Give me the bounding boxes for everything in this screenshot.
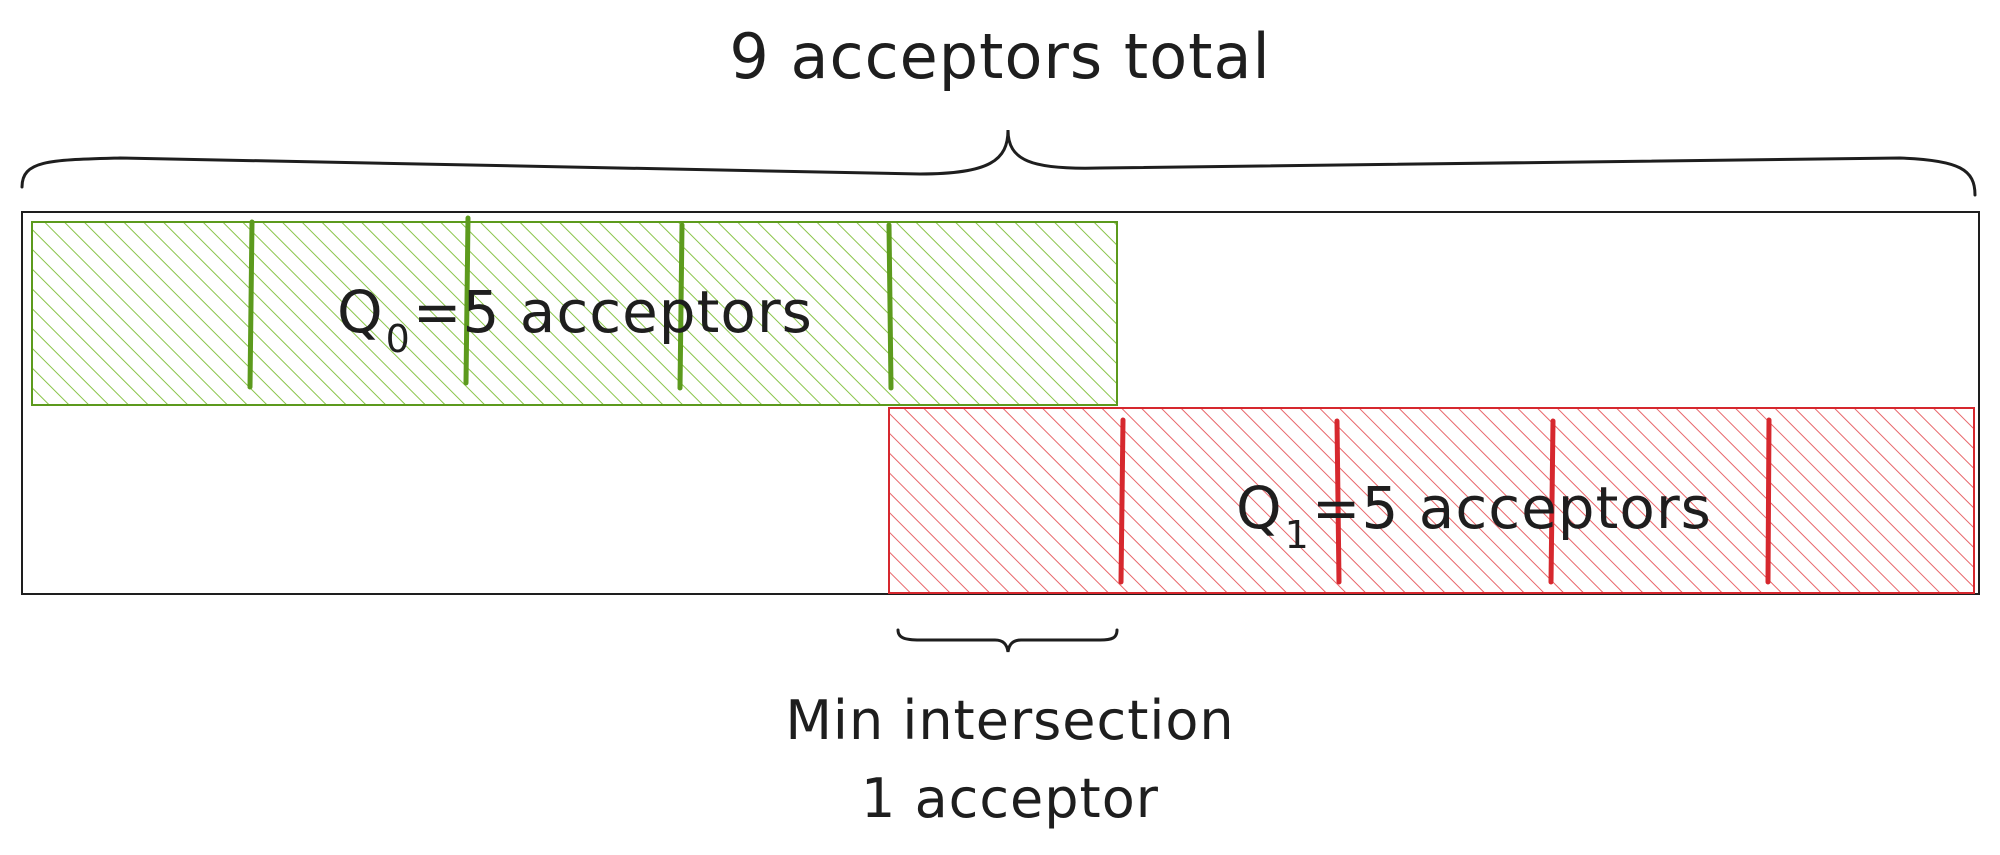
quorum-0-divider xyxy=(463,215,471,386)
intersection-brace xyxy=(896,628,1119,653)
quorum-1-region xyxy=(888,407,1975,594)
quorum-0-label-prefix: Q xyxy=(337,278,384,346)
total-acceptors-label: 9 acceptors total xyxy=(729,20,1271,93)
quorum-0-divider xyxy=(886,222,894,391)
quorum-0-label-subscript: 0 xyxy=(385,317,411,361)
quorum-0-divider xyxy=(677,222,685,391)
quorum-0-label-suffix: =5 acceptors xyxy=(412,278,813,346)
quorum-1-divider xyxy=(1765,417,1772,585)
quorum-1-label-prefix: Q xyxy=(1236,474,1283,542)
quorum-1-label: Q1=5 acceptors xyxy=(1236,474,1712,557)
quorum-1-label-subscript: 1 xyxy=(1284,513,1310,557)
quorum-1-label-suffix: =5 acceptors xyxy=(1311,474,1712,542)
quorum-1-divider xyxy=(1334,418,1342,585)
quorum-0-label: Q0=5 acceptors xyxy=(337,278,813,361)
intersection-label-line-2: 1 acceptor xyxy=(861,767,1159,830)
total-brace xyxy=(20,129,1977,197)
quorum-0-region xyxy=(31,215,1118,406)
intersection-label-line-1: Min intersection xyxy=(785,689,1235,752)
quorum-0-divider xyxy=(247,219,255,390)
quorum-1-divider xyxy=(1548,418,1556,585)
quorum-1-divider xyxy=(1118,417,1126,585)
